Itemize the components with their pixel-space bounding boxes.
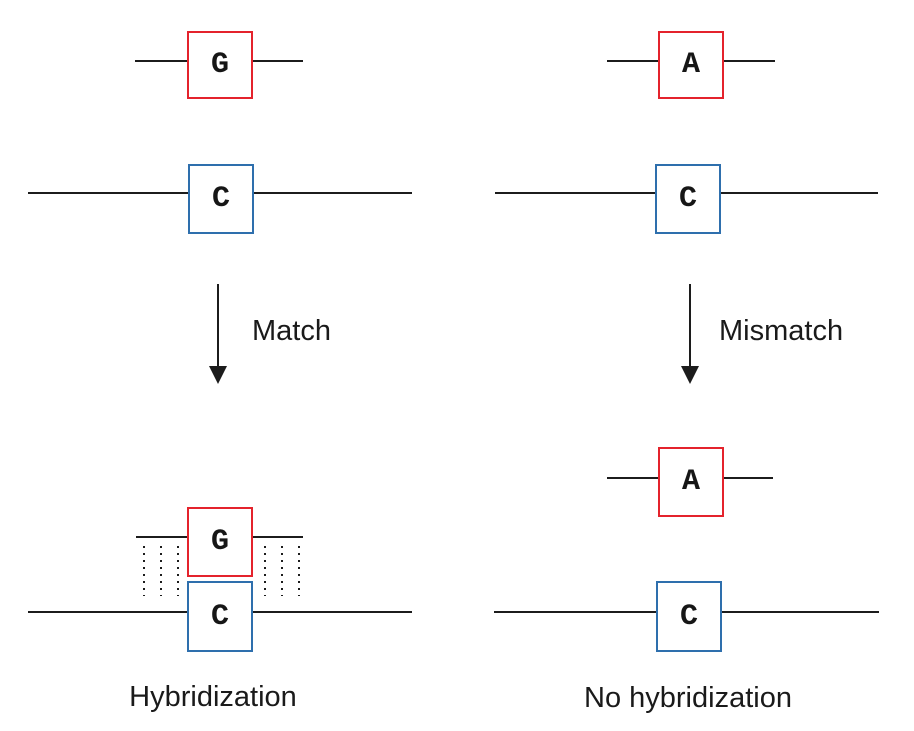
dot-column xyxy=(177,546,179,596)
result-caption: Hybridization xyxy=(129,681,297,713)
target-base-box: C xyxy=(656,581,722,652)
probe-base-box: A xyxy=(658,31,724,99)
dot-column xyxy=(160,546,162,596)
probe-base-box: G xyxy=(187,507,253,577)
arrow-label: Match xyxy=(252,315,331,347)
dot-column xyxy=(143,546,145,596)
result-caption: No hybridization xyxy=(584,682,792,714)
probe-base-box: G xyxy=(187,31,253,99)
arrow-shaft xyxy=(689,284,691,368)
target-base-box: C xyxy=(187,581,253,652)
dot-column xyxy=(281,546,283,596)
arrow-label: Mismatch xyxy=(719,315,844,347)
target-base-box: C xyxy=(188,164,254,234)
arrow-head-icon xyxy=(209,366,227,384)
dot-column xyxy=(298,546,300,596)
probe-base-box: A xyxy=(658,447,724,517)
arrow-head-icon xyxy=(681,366,699,384)
target-base-box: C xyxy=(655,164,721,234)
arrow-shaft xyxy=(217,284,219,368)
dot-column xyxy=(264,546,266,596)
